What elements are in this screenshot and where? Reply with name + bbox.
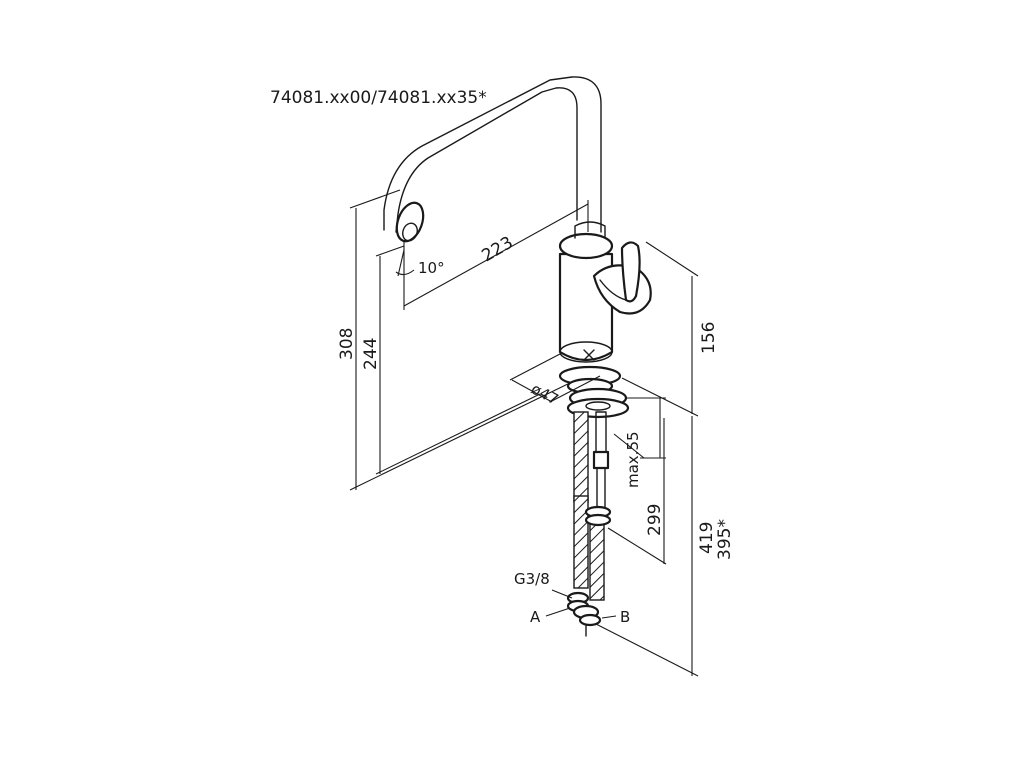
dimension-angle: 10° [395, 249, 445, 277]
cold-hot-mark [583, 349, 595, 361]
mounting-set [558, 365, 630, 419]
thread-label: G3/8 [514, 570, 550, 588]
dimension-419: 419 395* [595, 416, 735, 677]
angle-label: 10° [418, 259, 445, 277]
dimension-156-label: 156 [699, 322, 719, 354]
dimension-395-label: 395* [715, 519, 735, 560]
dimension-308: 308 [337, 189, 577, 491]
dimension-299-label: 299 [645, 504, 665, 536]
dimension-244-label: 244 [361, 338, 381, 370]
dimension-244: 244 [361, 245, 541, 475]
supply-hoses [566, 411, 612, 637]
dimension-max55: max.55 [613, 397, 666, 488]
max55-label: max.55 [624, 431, 642, 488]
inlet-a-label: A [530, 608, 541, 626]
diameter-label: ø47 [528, 380, 561, 409]
lever-handle [592, 241, 652, 315]
dimension-299: 299 [607, 418, 667, 565]
connection-callouts: G3/8 A B [514, 570, 630, 626]
spout [383, 76, 602, 243]
dimension-419-label: 419 [697, 522, 717, 554]
dimension-156: 156 [621, 241, 719, 417]
dimension-308-label: 308 [337, 328, 357, 360]
faucet-body [558, 221, 614, 363]
inlet-b-label: B [620, 608, 630, 626]
model-number-label: 74081.xx00/74081.xx35* [270, 88, 487, 108]
